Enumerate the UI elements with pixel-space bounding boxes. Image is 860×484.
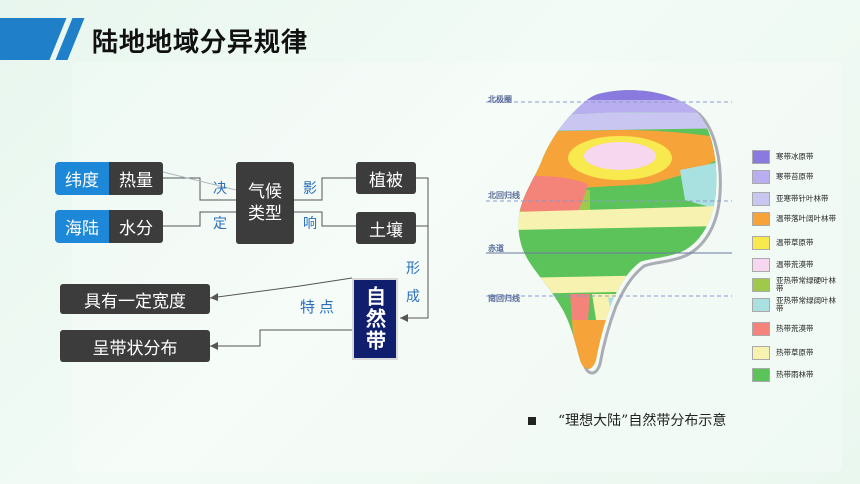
heat-box: 热量 [109,162,163,195]
feature-label: 特点 [300,298,339,316]
determine-label-1: 决 [213,181,227,197]
legend-item: 热带雨林带 [752,368,836,382]
caption-bullet-icon [528,417,536,425]
legend-swatch [752,192,770,206]
determine-label-2: 定 [213,216,227,232]
natural-zone-box: 自然带 [352,278,398,360]
caption-text: “理想大陆”自然带分布示意 [558,413,727,429]
legend-label: 亚热带常绿阔叶林带 [776,296,836,313]
legend-item: 亚寒带针叶林带 [752,192,836,206]
page-title: 陆地地域分异规律 [92,28,309,58]
legend-swatch [752,258,770,272]
latitude-box: 纬度 [55,162,109,195]
soil-box: 土壤 [356,212,416,244]
legend-swatch [752,346,770,360]
legend-label: 热带雨林带 [776,370,814,379]
legend-swatch [752,236,770,250]
legend-swatch [752,322,770,336]
legend-swatch [752,368,770,382]
ideal-continent-map [486,90,732,375]
form-label-2: 成 [406,289,420,305]
width-box: 具有一定宽度 [60,284,210,314]
legend-swatch [752,212,770,226]
legend-item: 寒带冰原带 [752,150,836,164]
climate-type-box: 气候 类型 [236,162,294,244]
equator-label: 赤道 [488,244,504,253]
legend-swatch [752,170,770,184]
vegetation-box: 植被 [356,162,416,194]
legend-label: 亚热带常绿硬叶林带 [776,276,836,293]
legend-swatch [752,150,770,164]
form-label-1: 形 [406,261,420,277]
legend-item: 热带荒漠带 [752,322,836,336]
banded-box: 呈带状分布 [60,330,210,362]
legend-item: 亚热带常绿硬叶林带 [752,276,836,293]
legend-label: 亚寒带针叶林带 [776,194,829,203]
legend-label: 寒带苔原带 [776,172,814,181]
legend-label: 温带草原带 [776,238,814,247]
legend-item: 温带荒漠带 [752,258,836,272]
legend-label: 热带草原带 [776,348,814,357]
map-caption: “理想大陆”自然带分布示意 [528,410,726,430]
arctic-circle-label: 北极圈 [488,95,512,104]
legend-item: 温带落叶阔叶林带 [752,212,836,226]
legend-item: 热带草原带 [752,346,836,360]
legend-item: 寒带苔原带 [752,170,836,184]
tropic-capricorn-label: 南回归线 [488,294,520,303]
legend-label: 寒带冰原带 [776,152,814,161]
legend-label: 温带荒漠带 [776,260,814,269]
influence-label-2: 响 [303,216,317,232]
legend-label: 温带落叶阔叶林带 [776,214,836,223]
tropic-cancer-label: 北回归线 [488,191,520,200]
legend-swatch [752,278,770,292]
water-box: 水分 [109,210,163,243]
legend-item: 温带草原带 [752,236,836,250]
legend-swatch [752,298,770,312]
legend-label: 热带荒漠带 [776,324,814,333]
legend-item: 亚热带常绿阔叶林带 [752,296,836,313]
sea-land-box: 海陆 [55,210,109,243]
content-frame [72,62,842,472]
influence-label-1: 影 [303,181,317,197]
